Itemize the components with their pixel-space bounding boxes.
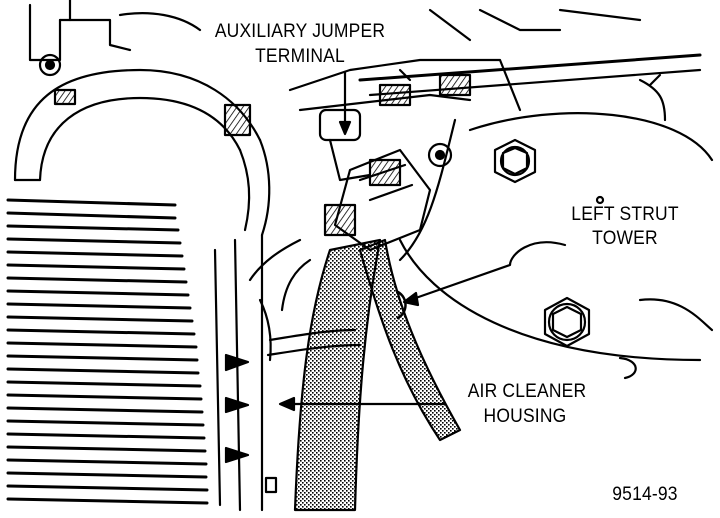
aux-jumper-label-line2: TERMINAL <box>255 46 345 67</box>
top-bracket <box>28 0 202 77</box>
jumper-terminal-assembly <box>288 53 702 182</box>
strut-bolt-lower <box>543 296 591 348</box>
aux-jumper-leader <box>338 70 352 136</box>
radiator-frame <box>213 233 278 512</box>
air-cleaner-leader <box>278 396 447 412</box>
upper-radiator-hose <box>13 68 271 237</box>
strut-tower-leader <box>402 241 567 307</box>
strut-tower-label-line1: LEFT STRUT <box>571 204 679 225</box>
air-cleaner-label-line1: AIR CLEANER <box>467 381 587 402</box>
strut-tower-label-line2: TOWER <box>592 228 658 249</box>
left-strut-tower <box>398 112 714 380</box>
battery-cable <box>266 238 462 512</box>
aux-jumper-label-line1: AUXILIARY JUMPER <box>214 21 386 42</box>
air-cleaner-label-line2: HOUSING <box>483 406 567 427</box>
radiator-core <box>6 198 209 505</box>
battery-cable-connector <box>248 148 432 312</box>
misc-details <box>258 8 667 362</box>
strut-bolt-upper <box>493 138 537 184</box>
figure-code: 9514-93 <box>612 484 678 505</box>
